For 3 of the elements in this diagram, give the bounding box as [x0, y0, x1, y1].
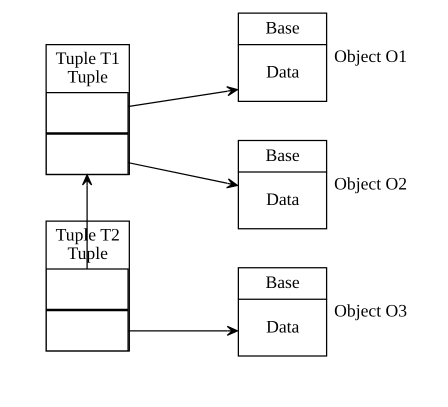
node-label: Object O1 [334, 46, 407, 66]
node-label: Object O3 [334, 300, 407, 321]
node-label: Object O2 [334, 173, 407, 194]
